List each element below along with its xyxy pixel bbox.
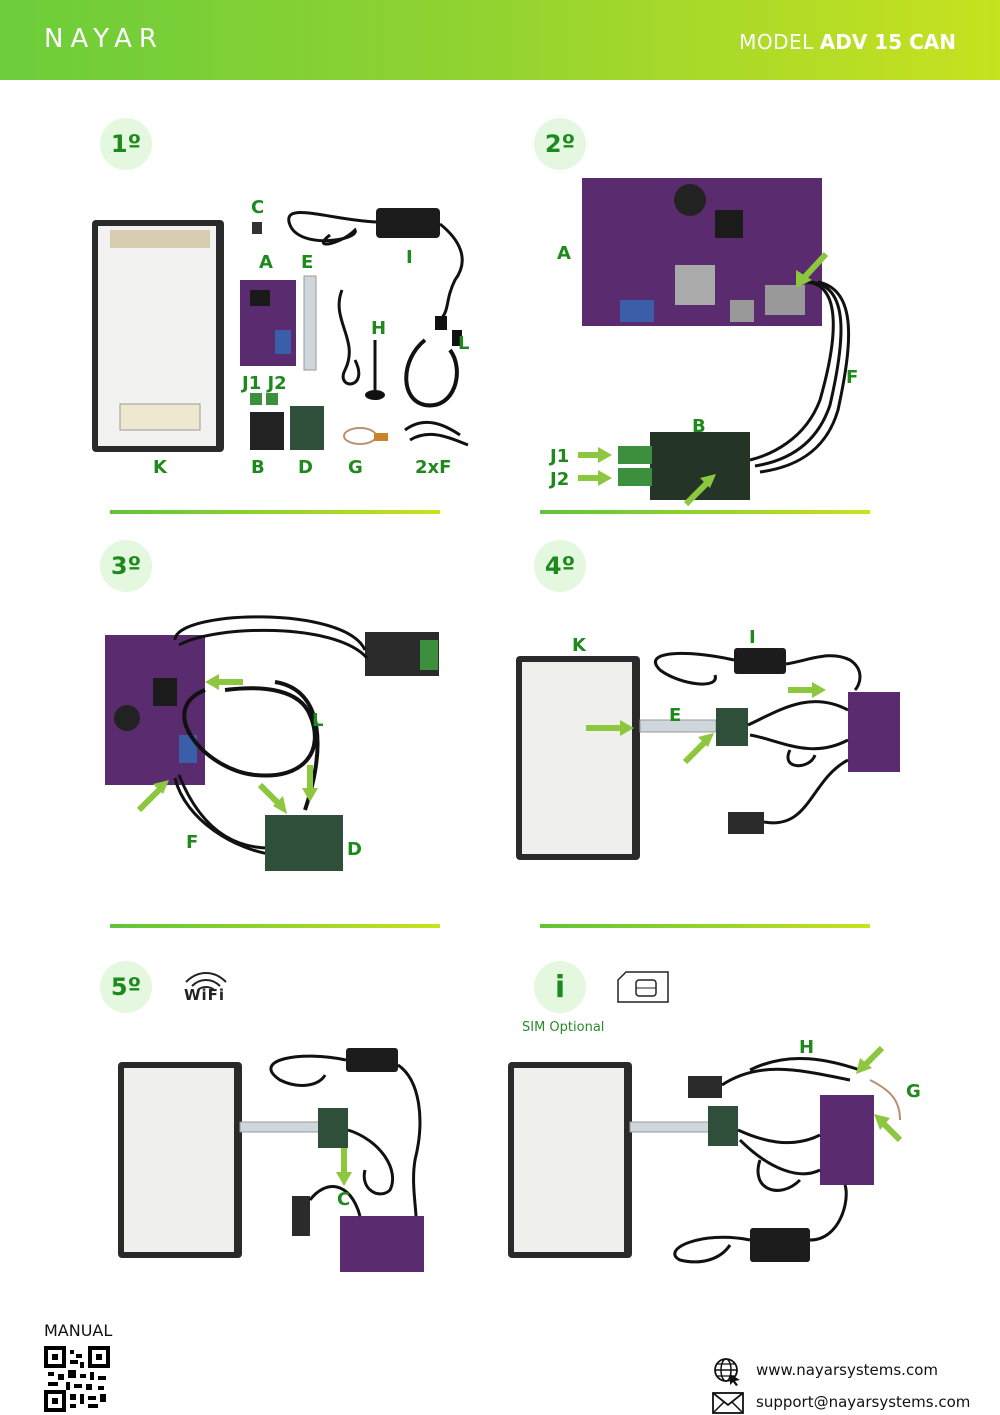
sim-card-icon <box>617 971 669 1003</box>
arrow-pigtail <box>879 1119 903 1143</box>
label-c5: C <box>337 1189 351 1210</box>
connector-j2 <box>266 393 278 405</box>
step-3-badge: 3º <box>100 540 152 592</box>
step-4-badge: 4º <box>534 540 586 592</box>
panel-5-wifi <box>118 1048 424 1272</box>
pigtail-g-p6 <box>869 1079 901 1121</box>
wifi-dongle-c <box>252 222 262 234</box>
hdmi-cable-l <box>404 338 459 408</box>
board-d-p6 <box>708 1106 738 1146</box>
mail-icon <box>712 1392 744 1414</box>
brand-logo: NAYAR <box>44 24 164 54</box>
board-a-p4 <box>848 692 900 772</box>
label-j1j2: J1 J2 <box>242 373 287 394</box>
qr-code-icon[interactable] <box>44 1346 110 1412</box>
label-f3: F <box>186 832 199 853</box>
divider-3 <box>110 924 440 928</box>
label-e4: E <box>669 705 682 726</box>
label-l: L <box>458 333 470 354</box>
divider-4 <box>540 924 870 928</box>
info-badge: i <box>534 961 586 1013</box>
label-k: K <box>153 457 167 478</box>
divider-2 <box>540 510 870 514</box>
model-value: ADV 15 CAN <box>819 30 956 54</box>
step-5-badge: 5º <box>100 961 152 1013</box>
board-b-p4 <box>728 812 764 834</box>
panel-1-components <box>92 208 469 452</box>
step-2-badge: 2º <box>534 118 586 170</box>
arrow-f-port <box>136 785 164 813</box>
label-a2: A <box>557 243 571 264</box>
arrow-antenna <box>861 1045 885 1069</box>
antenna-h <box>337 289 361 386</box>
label-h6: H <box>799 1037 815 1058</box>
divider-1 <box>110 510 440 514</box>
label-g: G <box>348 457 363 478</box>
wifi-label: WiFi <box>184 986 226 1004</box>
label-g6: G <box>906 1081 921 1102</box>
power-supply-i-p4 <box>734 648 786 674</box>
label-j2: J2 <box>550 469 570 490</box>
panel-2-connection <box>578 178 851 507</box>
arrow-d-port <box>257 782 283 808</box>
board-d <box>290 406 324 450</box>
board-d-p5 <box>318 1108 348 1148</box>
website-link[interactable]: www.nayarsystems.com <box>756 1361 938 1379</box>
label-h: H <box>371 318 387 339</box>
wifi-icon <box>185 972 227 991</box>
label-a: A <box>259 252 273 273</box>
board-d-p4 <box>716 708 748 746</box>
board-a-p5 <box>340 1216 424 1272</box>
label-i: I <box>406 247 413 268</box>
label-e: E <box>301 252 314 273</box>
label-2xf: 2xF <box>415 457 452 478</box>
label-j1: J1 <box>550 446 570 467</box>
flat-cable-e <box>303 275 317 371</box>
arrow-a-port <box>799 251 829 283</box>
globe-icon <box>714 1358 740 1386</box>
power-supply-i <box>376 208 440 238</box>
board-d-p3 <box>265 815 343 871</box>
sim-optional-caption: SIM Optional <box>522 1020 605 1035</box>
board-b-p5 <box>292 1196 310 1236</box>
label-f2: F <box>846 367 859 388</box>
label-b: B <box>251 457 265 478</box>
power-supply-p6 <box>750 1228 810 1262</box>
label-d3: D <box>347 839 362 860</box>
usb-cable-f <box>749 280 835 462</box>
label-k4: K <box>572 635 586 656</box>
email-link[interactable]: support@nayarsystems.com <box>756 1393 971 1411</box>
label-c: C <box>251 197 265 218</box>
arrow-d-port-p4 <box>682 738 709 765</box>
step-1-badge: 1º <box>100 118 152 170</box>
label-d: D <box>298 457 313 478</box>
label-l3: L <box>312 710 324 731</box>
connector-j1 <box>250 393 262 405</box>
panel-3-hdmi <box>105 615 439 871</box>
board-a-p6 <box>820 1095 874 1185</box>
panel-4-display <box>516 648 900 860</box>
label-b2: B <box>692 416 706 437</box>
arrow-b-port <box>683 479 711 507</box>
panel-6-antenna <box>508 1045 903 1264</box>
usb-cables-f <box>404 420 469 447</box>
label-i4: I <box>749 627 756 648</box>
pigtail-g <box>343 427 377 445</box>
board-b-p6 <box>688 1076 722 1098</box>
manual-label: MANUAL <box>44 1321 113 1340</box>
model-label: MODEL <box>739 30 814 54</box>
power-supply-p5 <box>346 1048 398 1072</box>
hdmi-cable-l-p3 <box>182 686 317 778</box>
board-b <box>250 412 284 450</box>
antenna-cable-h <box>721 1057 861 1087</box>
